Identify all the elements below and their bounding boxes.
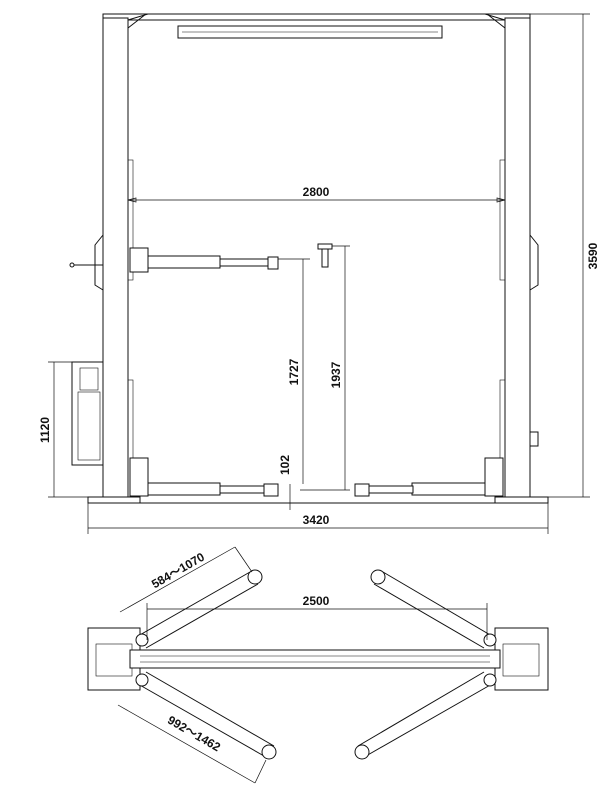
right-base-plate [494,496,549,504]
pad-upper-left [247,569,263,585]
lock-release [529,431,539,447]
dim-label-column-span: 2500 [303,594,330,608]
dim-label-overall-width: 3420 [303,513,330,527]
arm-upper-right [370,569,497,649]
dim-label-total-height: 3590 [586,242,600,269]
upper-carriage [129,247,149,273]
right-column [504,17,531,498]
left-base-plate [87,496,141,504]
dim-label-max-height: 1937 [329,361,343,388]
arm-upper-left [135,569,263,649]
dim-label-power-unit: 1120 [38,417,52,443]
dim-2500: 2500 [146,594,488,640]
upper-lift-pad [267,256,279,270]
lower-right-pad [354,483,370,497]
dim-102: 102 [278,455,292,510]
dim-label-arm-travel: 1727 [287,358,301,385]
dim-1727: 1727 [287,259,304,484]
left-base-top [87,627,141,691]
pad-lower-right [354,744,370,760]
dim-2800: 2800 [127,185,506,203]
beam-gussets [127,13,506,29]
dim-1120: 1120 [38,361,88,498]
upper-arm-extension [219,258,271,267]
dim-label-min-height: 102 [278,455,292,475]
dim-3590: 3590 [530,13,600,498]
lower-right-arm [411,482,486,496]
power-unit [71,361,104,466]
dim-label-short-arm: 584～1070 [149,550,207,592]
lower-right-carriage [484,457,504,497]
arm-lower-right [354,671,497,760]
front-view: 2800 3590 1727 1937 102 1120 [38,13,600,534]
height-adapter [317,243,333,250]
left-column [102,17,129,498]
floor-cover [129,649,501,669]
dim-1937: 1937 [300,246,350,491]
right-carriage-cover [529,234,539,291]
upper-arm [147,255,221,269]
dim-short-arm: 584～1070 [119,546,253,613]
arm-lower-left [135,671,277,760]
top-beam [102,13,531,21]
lower-left-pad [263,483,279,497]
dim-label-inner-width: 2800 [303,185,330,199]
pad-lower-left [261,744,277,760]
dim-3420: 3420 [87,503,549,534]
lower-left-carriage [129,457,149,497]
left-carriage-cover [94,234,104,291]
lower-left-arm [147,482,221,496]
top-view: 2500 584～1070 992～1462 [87,546,549,784]
pad-upper-right [370,569,386,585]
